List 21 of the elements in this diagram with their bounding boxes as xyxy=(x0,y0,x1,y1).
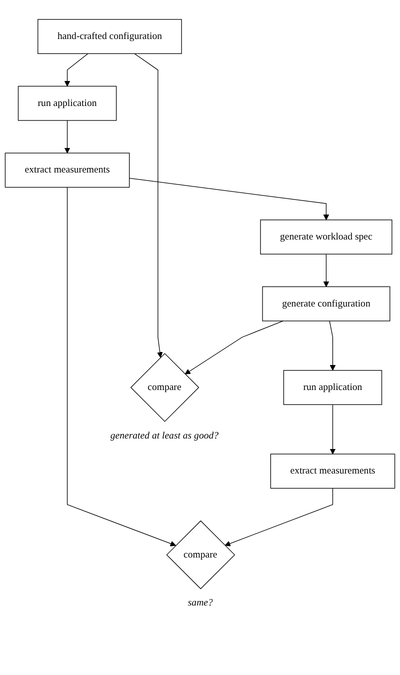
node-box: generate workload spec xyxy=(260,220,392,254)
node-label: same? xyxy=(188,598,213,608)
arrow xyxy=(134,53,163,358)
arrow xyxy=(129,178,330,220)
arrow xyxy=(329,320,336,371)
node-diamond: compare xyxy=(130,353,200,422)
arrow xyxy=(224,488,334,546)
node-box: run application xyxy=(18,86,117,121)
node-box: run application xyxy=(283,370,382,405)
node-box: extract measurements xyxy=(270,454,396,489)
node-box: hand-crafted configuration xyxy=(38,19,182,54)
node-box: extract measurements xyxy=(4,152,130,188)
arrow xyxy=(184,320,284,374)
arrow xyxy=(66,186,176,546)
arrow xyxy=(323,254,330,287)
node-box: generate configuration xyxy=(262,286,390,322)
arrow xyxy=(64,53,88,86)
node-label: generated at least as good? xyxy=(110,430,219,442)
arrow xyxy=(330,404,336,454)
arrow xyxy=(64,120,70,154)
node-diamond: compare xyxy=(166,520,236,590)
